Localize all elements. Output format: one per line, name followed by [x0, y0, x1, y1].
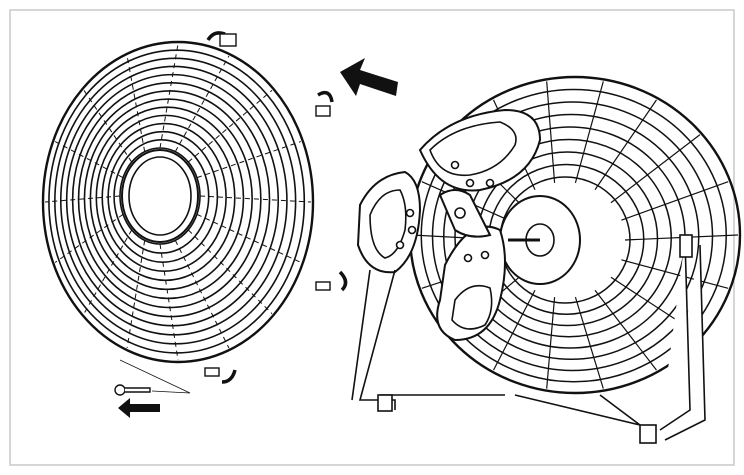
- blade-rivet: [465, 178, 475, 188]
- blade-rivet: [463, 253, 473, 263]
- front-grille: [41, 40, 315, 364]
- blade-inset: [369, 189, 407, 259]
- grille-spoke: [187, 89, 273, 163]
- rear-grille-spoke: [594, 289, 657, 371]
- blade-rivet: [450, 160, 460, 170]
- direction-arrow-icon: [118, 398, 160, 418]
- rotate-arrow-icon: [221, 369, 237, 384]
- fan-blade: [418, 108, 542, 192]
- rear-grille-spoke: [574, 296, 604, 389]
- blade-inset: [451, 284, 493, 330]
- grille-spoke: [174, 55, 230, 152]
- blade-rivet: [485, 178, 495, 188]
- rotate-arrow-icon: [317, 90, 334, 103]
- fan-stand: [351, 234, 706, 444]
- direction-arrow-icon: [340, 58, 398, 96]
- rear-grille-spoke: [546, 81, 556, 183]
- grille-spoke: [126, 240, 146, 349]
- grille-spoke: [159, 243, 179, 361]
- rear-grille-spoke: [492, 289, 536, 371]
- blade-rivet: [405, 208, 415, 218]
- grille-hub-inner: [128, 156, 192, 236]
- grille-clips: [204, 33, 331, 377]
- grille-spoke: [126, 55, 146, 152]
- blade-rivet: [480, 250, 490, 260]
- fan-blade: [356, 170, 422, 274]
- grille-spoke: [54, 141, 124, 179]
- grille-spoke: [199, 195, 312, 203]
- blade-inset: [429, 121, 517, 177]
- grille-spoke: [44, 195, 121, 203]
- rear-grille-spoke: [610, 134, 701, 204]
- fan-blade: [436, 225, 506, 342]
- grille-spoke: [83, 229, 133, 314]
- fan-body: [356, 75, 742, 395]
- grille-spoke: [196, 141, 302, 179]
- hub-hole: [454, 207, 466, 219]
- frame: [9, 9, 735, 466]
- grille-hub: [121, 149, 199, 243]
- rear-grille-spoke: [621, 181, 729, 221]
- rear-grille-spoke: [594, 99, 657, 191]
- grille-ring: [41, 40, 315, 364]
- rotate-arrow-icon: [338, 270, 348, 292]
- grille-spoke: [174, 240, 230, 349]
- screw-icon: [114, 359, 191, 396]
- grille-spoke: [187, 229, 273, 315]
- grille-spoke: [196, 213, 302, 263]
- rear-grille-spoke: [574, 81, 604, 184]
- grille-spoke: [54, 213, 124, 263]
- blade-rivet: [407, 225, 417, 235]
- blade-rivet: [395, 240, 405, 250]
- rear-grille-spoke: [546, 297, 556, 389]
- rear-grille-spoke: [621, 259, 729, 289]
